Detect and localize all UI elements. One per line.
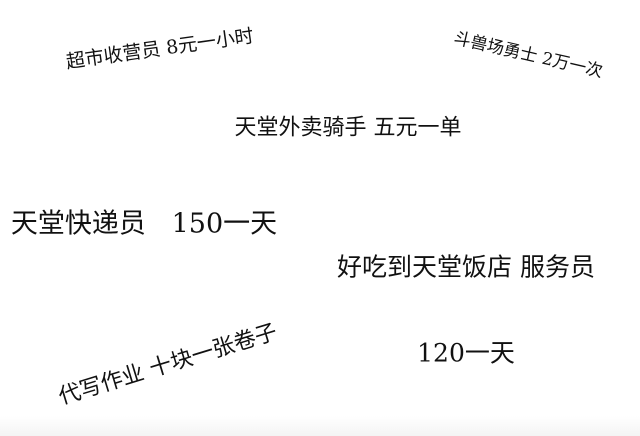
job-supermarket-cashier: 超市收营员 8元一小时 bbox=[64, 25, 256, 74]
job-heaven-delivery-rider: 天堂外卖骑手 五元一单 bbox=[234, 115, 462, 141]
job-restaurant-waiter: 好吃到天堂饭店 服务员 120一天 bbox=[337, 195, 595, 396]
job-homework-writer: 代写作业 十块一张卷子 bbox=[55, 319, 281, 410]
job-restaurant-waiter-title: 好吃到天堂饭店 服务员 bbox=[337, 251, 595, 281]
bottom-shade bbox=[0, 416, 640, 436]
job-heaven-courier: 天堂快递员 150一天 bbox=[10, 208, 278, 240]
job-colosseum-warrior: 斗兽场勇士 2万一次 bbox=[451, 28, 605, 83]
job-restaurant-waiter-pay: 120一天 bbox=[417, 338, 515, 368]
